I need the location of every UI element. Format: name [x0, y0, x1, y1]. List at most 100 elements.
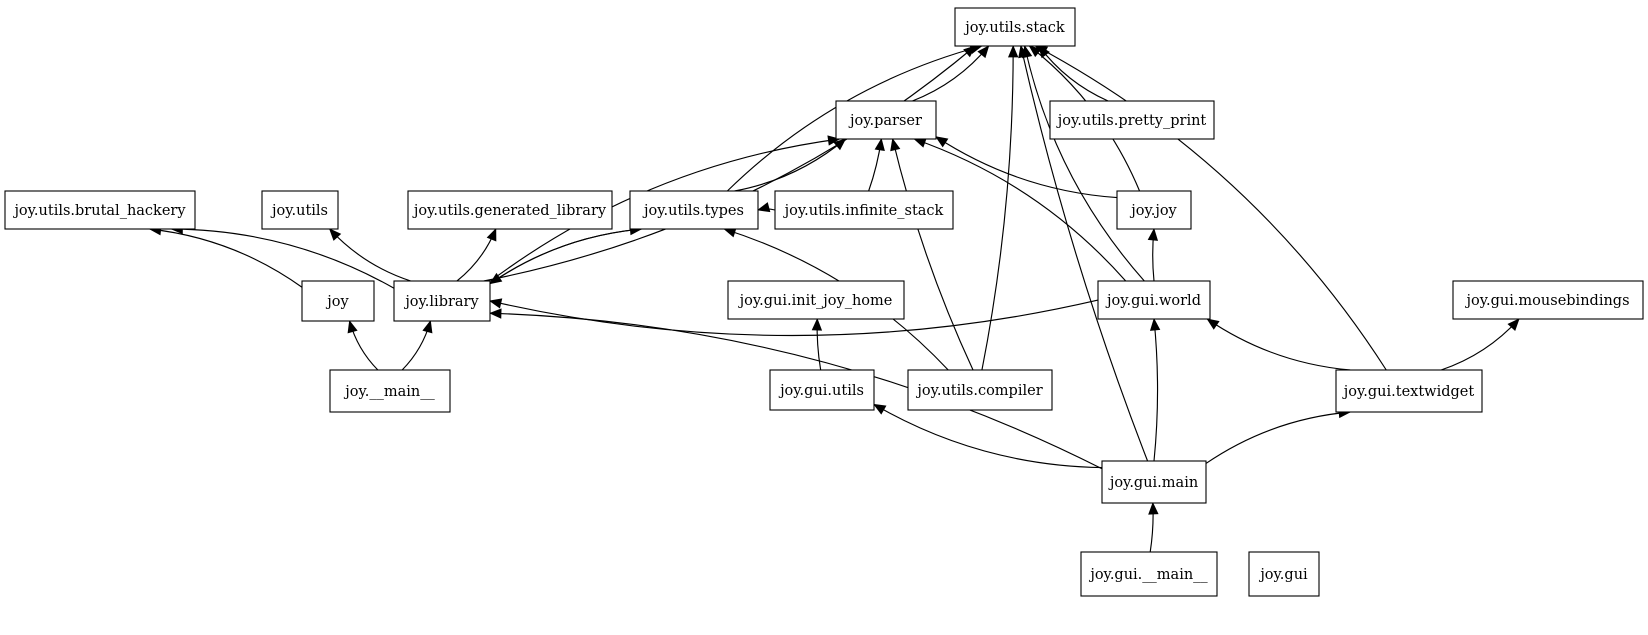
node-box[interactable] — [1335, 369, 1483, 413]
edge-arrowhead — [833, 138, 847, 151]
edge-arrowhead — [489, 272, 503, 285]
node-box[interactable] — [393, 280, 491, 322]
node-utils_infinite[interactable]: joy.utils.infinite_stack — [774, 190, 954, 230]
edge-utils_compiler-to-utils_stack — [981, 45, 1014, 371]
node-label: joy.gui.main — [1108, 475, 1198, 491]
node-label: joy.utils.stack — [963, 20, 1065, 36]
node-box[interactable] — [329, 369, 451, 413]
node-utils[interactable]: joy.utils — [261, 190, 339, 230]
node-utils_stack[interactable]: joy.utils.stack — [954, 7, 1076, 47]
node-label: joy.utils.generated_library — [412, 203, 607, 219]
node-joy_main[interactable]: joy.__main__ — [329, 369, 451, 413]
node-box[interactable] — [4, 190, 196, 230]
node-box[interactable] — [629, 190, 759, 230]
edge-utils_compiler-to-parser — [892, 138, 974, 371]
edge-library-to-utils_stack — [483, 45, 976, 282]
edge-arrowhead — [1018, 44, 1029, 59]
node-joy_joy[interactable]: joy.joy — [1116, 190, 1192, 230]
edge-utils_pretty_print-to-utils_stack — [1038, 45, 1109, 102]
node-utils_brutal[interactable]: joy.utils.brutal_hackery — [4, 190, 196, 230]
node-box[interactable] — [907, 369, 1053, 411]
edge-gui_world-to-parser — [914, 138, 1127, 282]
edge-library-to-utils_brutal — [171, 228, 395, 289]
node-label: joy.gui.textwidget — [1342, 384, 1475, 400]
node-gui_mousebindings[interactable]: joy.gui.mousebindings — [1452, 280, 1644, 320]
edge-arrowhead — [913, 137, 927, 148]
node-label: joy.utils.pretty_print — [1056, 113, 1207, 129]
edge-gui_textwidget-to-gui_mousebindings — [1440, 318, 1520, 371]
node-gui_world[interactable]: joy.gui.world — [1097, 280, 1211, 320]
node-label: joy.gui.init_joy_home — [738, 293, 893, 309]
node-gui_textwidget[interactable]: joy.gui.textwidget — [1335, 369, 1483, 413]
edge-arrowhead — [874, 137, 885, 152]
edge-arrowhead — [488, 308, 502, 319]
node-utils_types[interactable]: joy.utils.types — [629, 190, 759, 230]
node-box[interactable] — [727, 280, 905, 320]
node-box[interactable] — [407, 190, 613, 230]
edge-joy_joy-to-parser — [935, 136, 1118, 199]
node-utils_generated[interactable]: joy.utils.generated_library — [407, 190, 613, 230]
node-parser[interactable]: joy.parser — [835, 100, 937, 140]
node-library[interactable]: joy.library — [393, 280, 491, 322]
edge-arrowhead — [873, 403, 887, 415]
node-label: joy.utils.brutal_hackery — [12, 203, 186, 219]
edge-gui_textwidget-to-gui_world — [1206, 318, 1351, 371]
edge-joy-to-utils_brutal — [149, 228, 303, 288]
edge-arrowhead — [488, 298, 503, 309]
edge-gui_world-to-library — [489, 299, 1099, 337]
node-box[interactable] — [301, 280, 375, 322]
node-label: joy.utils.types — [642, 203, 744, 219]
node-box[interactable] — [1080, 551, 1218, 597]
node-gui_init_joy_home[interactable]: joy.gui.init_joy_home — [727, 280, 905, 320]
edge-arrowhead — [1148, 501, 1159, 515]
edge-arrowhead — [1149, 317, 1161, 331]
edge-arrowhead — [1206, 318, 1220, 330]
node-box[interactable] — [261, 190, 339, 230]
edge-parser-to-utils_stack — [912, 45, 990, 102]
node-label: joy.gui.world — [1105, 293, 1201, 309]
node-label: joy.gui — [1258, 567, 1308, 583]
node-box[interactable] — [774, 190, 954, 230]
edge-arrowhead — [890, 137, 901, 152]
edge-arrowhead — [827, 135, 841, 146]
node-label: joy.utils — [270, 203, 328, 219]
node-utils_compiler[interactable]: joy.utils.compiler — [907, 369, 1053, 411]
node-gui_dunder_main[interactable]: joy.gui.__main__ — [1080, 551, 1218, 597]
edge-gui_main-to-gui_textwidget — [1205, 411, 1351, 464]
edge-arrowhead — [422, 320, 433, 334]
node-box[interactable] — [954, 7, 1076, 47]
node-label: joy.utils.infinite_stack — [783, 203, 944, 219]
node-box[interactable] — [1248, 551, 1320, 597]
edge-arrowhead — [486, 228, 497, 242]
node-label: joy.parser — [848, 113, 922, 129]
edge-arrowhead — [1507, 318, 1520, 331]
edge-gui_textwidget-to-utils_stack — [1035, 45, 1387, 371]
edge-utils_types-to-parser — [734, 138, 846, 192]
node-gui_main[interactable]: joy.gui.main — [1101, 460, 1207, 504]
node-label: joy.library — [403, 294, 479, 310]
node-box[interactable] — [1101, 460, 1207, 504]
node-box[interactable] — [769, 369, 875, 411]
node-gui[interactable]: joy.gui — [1248, 551, 1320, 597]
node-label: joy.utils.compiler — [915, 383, 1042, 399]
node-label: joy.gui.utils — [778, 383, 864, 399]
node-box[interactable] — [1116, 190, 1192, 230]
edge-arrowhead — [1034, 45, 1049, 56]
node-utils_pretty_print[interactable]: joy.utils.pretty_print — [1049, 100, 1215, 140]
edge-arrowhead — [935, 136, 949, 148]
node-label: joy.__main__ — [343, 384, 435, 400]
node-label: joy — [325, 294, 349, 310]
node-joy[interactable]: joy — [301, 280, 375, 322]
edge-arrowhead — [347, 320, 358, 334]
node-box[interactable] — [1452, 280, 1644, 320]
node-box[interactable] — [1097, 280, 1211, 320]
node-box[interactable] — [1049, 100, 1215, 140]
edge-arrowhead — [328, 228, 342, 241]
edge-gui_world-to-utils_stack — [1024, 45, 1145, 282]
node-box[interactable] — [835, 100, 937, 140]
edge-library-to-utils — [329, 228, 411, 282]
node-label: joy.gui.__main__ — [1088, 567, 1208, 583]
node-gui_utils[interactable]: joy.gui.utils — [769, 369, 875, 411]
